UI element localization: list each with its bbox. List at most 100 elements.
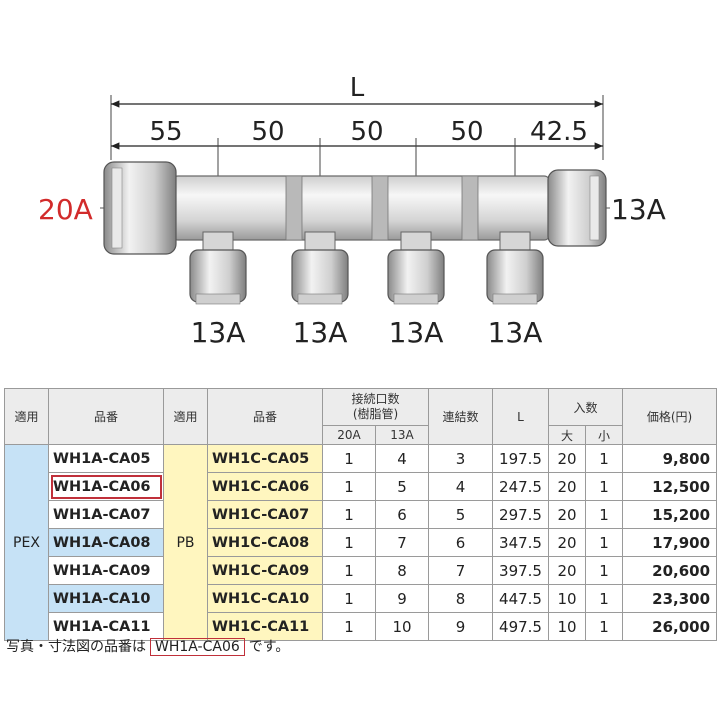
spec-table: 適用 品番 適用 品番 接続口数 (樹脂管) 連結数 L 入数 価格(円) 20… xyxy=(4,388,718,641)
dimension-segment-2: 50 xyxy=(251,117,284,147)
dimension-segment-1: 55 xyxy=(149,117,182,147)
dimension-overall-label: L xyxy=(350,73,365,103)
price: 12,500 xyxy=(622,472,718,501)
links: 6 xyxy=(428,528,494,557)
branch-outlet-2 xyxy=(291,231,349,305)
ports-13a: 8 xyxy=(374,556,430,585)
links: 5 xyxy=(428,500,494,529)
length: 197.5 xyxy=(492,444,550,473)
length: 247.5 xyxy=(492,472,550,501)
code-pex: WH1A-CA09 xyxy=(48,556,164,585)
qty-small: 1 xyxy=(585,444,624,473)
header-qty-small: 小 xyxy=(585,425,624,445)
qty-small: 1 xyxy=(585,472,624,501)
table-row: PEX WH1A-CA05 PB WH1C-CA05 1 4 3 197.5 2… xyxy=(4,444,718,641)
links: 4 xyxy=(428,472,494,501)
code-pb: WH1C-CA08 xyxy=(207,528,323,557)
table-row: WH1A-CA11 WH1C-CA11 1 10 9 497.5 10 1 26… xyxy=(5,612,718,641)
qty-large: 10 xyxy=(548,584,587,613)
code-pb: WH1C-CA05 xyxy=(207,444,323,473)
ports-20a: 1 xyxy=(322,612,376,641)
price: 26,000 xyxy=(622,612,718,641)
length: 497.5 xyxy=(492,612,550,641)
branch-outlet-1 xyxy=(189,231,247,305)
qty-small: 1 xyxy=(585,500,624,529)
code-pb: WH1C-CA06 xyxy=(207,472,323,501)
table-row: WH1A-CA10 WH1C-CA10 1 9 8 447.5 10 1 23,… xyxy=(5,584,718,613)
ports-20a: 1 xyxy=(322,584,376,613)
code-pex: WH1A-CA07 xyxy=(48,500,164,529)
code-pex-highlighted: WH1A-CA06 xyxy=(48,472,164,501)
branch-outlet-4 xyxy=(486,231,544,305)
branch-size-label-4: 13A xyxy=(488,316,543,349)
qty-small: 1 xyxy=(585,612,624,641)
qty-large: 20 xyxy=(548,556,587,585)
header-ports-20a: 20A xyxy=(322,425,376,445)
branch-size-label-3: 13A xyxy=(389,316,444,349)
ports-13a: 6 xyxy=(374,500,430,529)
header-ports: 接続口数 (樹脂管) xyxy=(321,388,430,426)
table-row: WH1A-CA08 WH1C-CA08 1 7 6 347.5 20 1 17,… xyxy=(5,528,718,557)
inlet-size-label: 20A xyxy=(38,193,93,226)
header-length: L xyxy=(492,388,550,445)
length: 397.5 xyxy=(492,556,550,585)
table-row: WH1A-CA09 WH1C-CA09 1 8 7 397.5 20 1 20,… xyxy=(5,556,718,585)
price: 23,300 xyxy=(622,584,718,613)
table-row: WH1A-CA06 WH1C-CA06 1 5 4 247.5 20 1 12,… xyxy=(5,472,718,501)
group-pb: PB xyxy=(163,444,208,641)
outlet-size-label: 13A xyxy=(611,193,666,226)
header-qty: 入数 xyxy=(548,388,624,426)
qty-large: 20 xyxy=(548,528,587,557)
header-code-1: 品番 xyxy=(48,388,164,445)
group-pex: PEX xyxy=(4,444,49,641)
qty-large: 20 xyxy=(548,472,587,501)
ports-20a: 1 xyxy=(322,444,376,473)
qty-large: 20 xyxy=(548,444,587,473)
links: 3 xyxy=(428,444,494,473)
length: 447.5 xyxy=(492,584,550,613)
code-pb: WH1C-CA10 xyxy=(207,584,323,613)
manifold-dimension-drawing: L 55 50 50 50 42.5 xyxy=(38,73,666,349)
price: 20,600 xyxy=(622,556,718,585)
length: 297.5 xyxy=(492,500,550,529)
qty-large: 10 xyxy=(548,612,587,641)
footnote-text-after: です。 xyxy=(248,639,290,655)
header-qty-large: 大 xyxy=(548,425,587,445)
qty-small: 1 xyxy=(585,528,624,557)
code-pex: WH1A-CA10 xyxy=(48,584,164,613)
ports-13a: 10 xyxy=(374,612,430,641)
qty-small: 1 xyxy=(585,584,624,613)
branch-size-label-1: 13A xyxy=(191,316,246,349)
footnote-text-before: 写真・寸法図の品番は xyxy=(6,639,146,655)
ports-20a: 1 xyxy=(322,500,376,529)
ports-13a: 7 xyxy=(374,528,430,557)
links: 7 xyxy=(428,556,494,585)
header-price: 価格(円) xyxy=(622,388,718,445)
ports-13a: 5 xyxy=(374,472,430,501)
qty-large: 20 xyxy=(548,500,587,529)
links: 9 xyxy=(428,612,494,641)
links: 8 xyxy=(428,584,494,613)
footnote-highlighted-code: WH1A-CA06 xyxy=(150,638,245,656)
table-row: WH1A-CA07 WH1C-CA07 1 6 5 297.5 20 1 15,… xyxy=(5,500,718,529)
header-code-2: 品番 xyxy=(207,388,323,445)
dimension-segment-4: 50 xyxy=(450,117,483,147)
price: 9,800 xyxy=(622,444,718,473)
ports-20a: 1 xyxy=(322,556,376,585)
ports-20a: 1 xyxy=(322,472,376,501)
ports-20a: 1 xyxy=(322,528,376,557)
price: 15,200 xyxy=(622,500,718,529)
branch-outlet-3 xyxy=(387,231,445,305)
header-links: 連結数 xyxy=(428,388,494,445)
branch-size-label-2: 13A xyxy=(293,316,348,349)
manifold-body xyxy=(103,161,607,255)
ports-13a: 4 xyxy=(374,444,430,473)
code-pex: WH1A-CA08 xyxy=(48,528,164,557)
dimension-segment-5: 42.5 xyxy=(530,117,588,147)
qty-small: 1 xyxy=(585,556,624,585)
dimension-segment-3: 50 xyxy=(350,117,383,147)
ports-13a: 9 xyxy=(374,584,430,613)
code-pex: WH1A-CA11 xyxy=(48,612,164,641)
price: 17,900 xyxy=(622,528,718,557)
